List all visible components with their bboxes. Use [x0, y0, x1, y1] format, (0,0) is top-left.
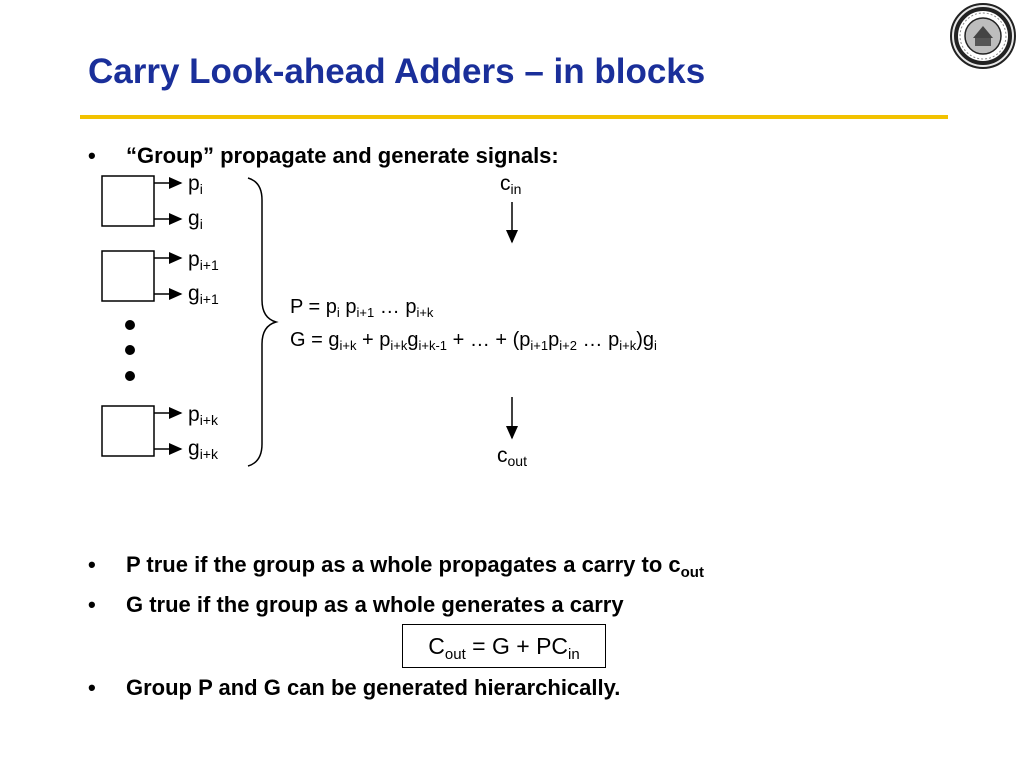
group-propagate-equation: P = pi pi+1 … pi+k [290, 296, 434, 320]
cout-label: cout [497, 444, 527, 469]
signal-p-ik: pi+k [188, 403, 218, 428]
bullet-hierarchical: Group P and G can be generated hierarchi… [126, 675, 621, 700]
signal-p-i: pi [188, 172, 203, 197]
ellipsis-dot [125, 345, 135, 355]
signal-g-ik: gi+k [188, 437, 218, 462]
block-box [101, 250, 155, 302]
bullet-marker: • [88, 592, 96, 617]
title-divider [80, 115, 948, 119]
curly-brace [247, 177, 279, 467]
cin-label: cin [500, 172, 522, 197]
bullet-marker: • [88, 143, 96, 168]
block-box [101, 175, 155, 227]
ellipsis-dot [125, 320, 135, 330]
university-seal-icon [950, 3, 1016, 69]
bullet-marker: • [88, 675, 96, 700]
signal-g-i1: gi+1 [188, 282, 219, 307]
bullet-marker: • [88, 552, 96, 577]
cout-formula-box: Cout = G + PCin [402, 624, 606, 668]
group-generate-equation: G = gi+k + pi+kgi+k-1 + … + (pi+1pi+2 … … [290, 329, 657, 353]
signal-g-i: gi [188, 207, 203, 232]
block-box [101, 405, 155, 457]
signal-p-i1: pi+1 [188, 248, 219, 273]
slide-title: Carry Look-ahead Adders – in blocks [88, 52, 706, 91]
bullet-g-true: G true if the group as a whole generates… [126, 592, 624, 617]
bullet-group-signals: “Group” propagate and generate signals: [126, 143, 559, 168]
ellipsis-dot [125, 371, 135, 381]
bullet-p-true: P true if the group as a whole propagate… [126, 552, 704, 581]
